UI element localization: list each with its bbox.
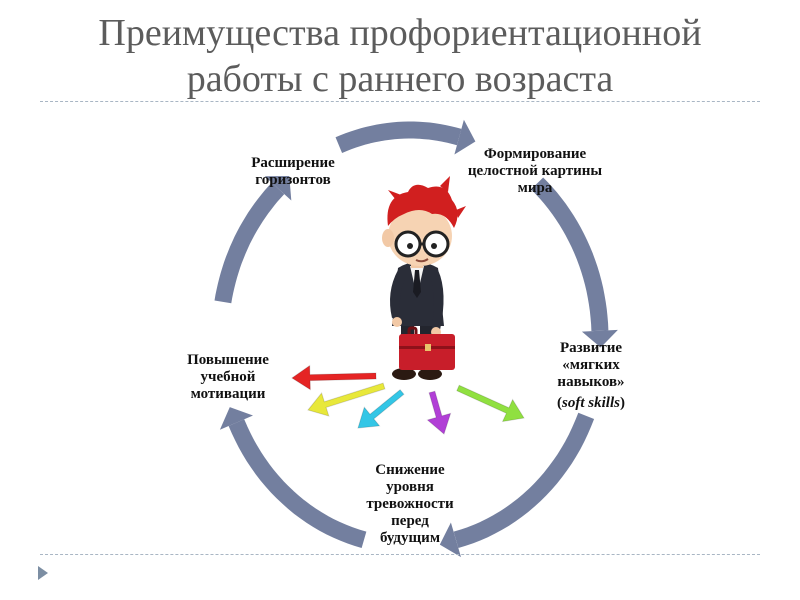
arrow-horizons-to-worldview-head bbox=[454, 119, 476, 155]
arrow-anxiety-to-motivation bbox=[228, 419, 367, 548]
node-text: уровня bbox=[386, 479, 434, 495]
arrow-softskills-to-anxiety-head bbox=[439, 522, 461, 558]
yellow-ray-arrow bbox=[307, 382, 386, 417]
node-soft-skills: Развитие «мягких навыков» (soft skills) bbox=[536, 340, 646, 412]
triangle-bullet-icon bbox=[38, 566, 48, 580]
node-learning-motivation: Повышение учебной мотивации bbox=[168, 352, 288, 403]
node-text: Развитие bbox=[559, 340, 623, 356]
node-text: «мягких bbox=[562, 357, 620, 373]
node-text: Формирование bbox=[483, 146, 587, 162]
arrow-horizons-to-worldview bbox=[335, 121, 462, 153]
soft-skills-note: (soft skills) bbox=[536, 395, 646, 412]
red-ray-arrow bbox=[291, 364, 377, 391]
title-line-1: Преимущества профориентационной bbox=[98, 12, 702, 54]
note-italic: soft skills bbox=[562, 395, 620, 411]
node-text: горизонтов bbox=[255, 172, 331, 188]
node-reduced-anxiety: Снижение уровня тревожности перед будущи… bbox=[350, 462, 470, 547]
green-ray-arrow bbox=[456, 384, 525, 423]
note-paren-open: ( bbox=[557, 395, 563, 411]
boy-figure bbox=[382, 176, 466, 380]
slide-title: Преимущества профориентационной работы с… bbox=[60, 10, 740, 102]
cyan-ray-arrow bbox=[357, 388, 405, 429]
node-expanding-horizons: Расширение горизонтов bbox=[228, 155, 358, 189]
arrow-softskills-to-anxiety bbox=[453, 412, 595, 548]
node-text: учебной bbox=[200, 369, 256, 385]
node-text: тревожности bbox=[366, 496, 454, 512]
arrow-worldview-to-softskills bbox=[531, 177, 609, 332]
bottom-divider bbox=[40, 554, 760, 555]
node-text: перед bbox=[391, 513, 429, 529]
node-text: Снижение bbox=[375, 462, 445, 478]
node-text: целостной картины bbox=[467, 163, 603, 179]
arrow-motivation-to-horizons-head bbox=[264, 176, 292, 201]
title-line-2: работы с раннего возраста bbox=[186, 58, 614, 100]
top-divider bbox=[40, 101, 760, 102]
node-holistic-worldview: Формирование целостной картины мира bbox=[440, 146, 630, 197]
node-text: будущим bbox=[379, 530, 441, 546]
purple-ray-arrow bbox=[426, 390, 452, 435]
arrow-motivation-to-horizons bbox=[214, 182, 285, 304]
node-text: Повышение bbox=[187, 352, 269, 368]
node-text: Расширение bbox=[251, 155, 335, 171]
node-text: мотивации bbox=[190, 386, 266, 402]
arrow-worldview-to-softskills-head bbox=[581, 329, 618, 348]
arrow-anxiety-to-motivation-head bbox=[219, 407, 253, 430]
node-text: навыков» bbox=[557, 374, 625, 390]
node-text: мира bbox=[517, 180, 553, 196]
note-paren-close: ) bbox=[619, 395, 625, 411]
